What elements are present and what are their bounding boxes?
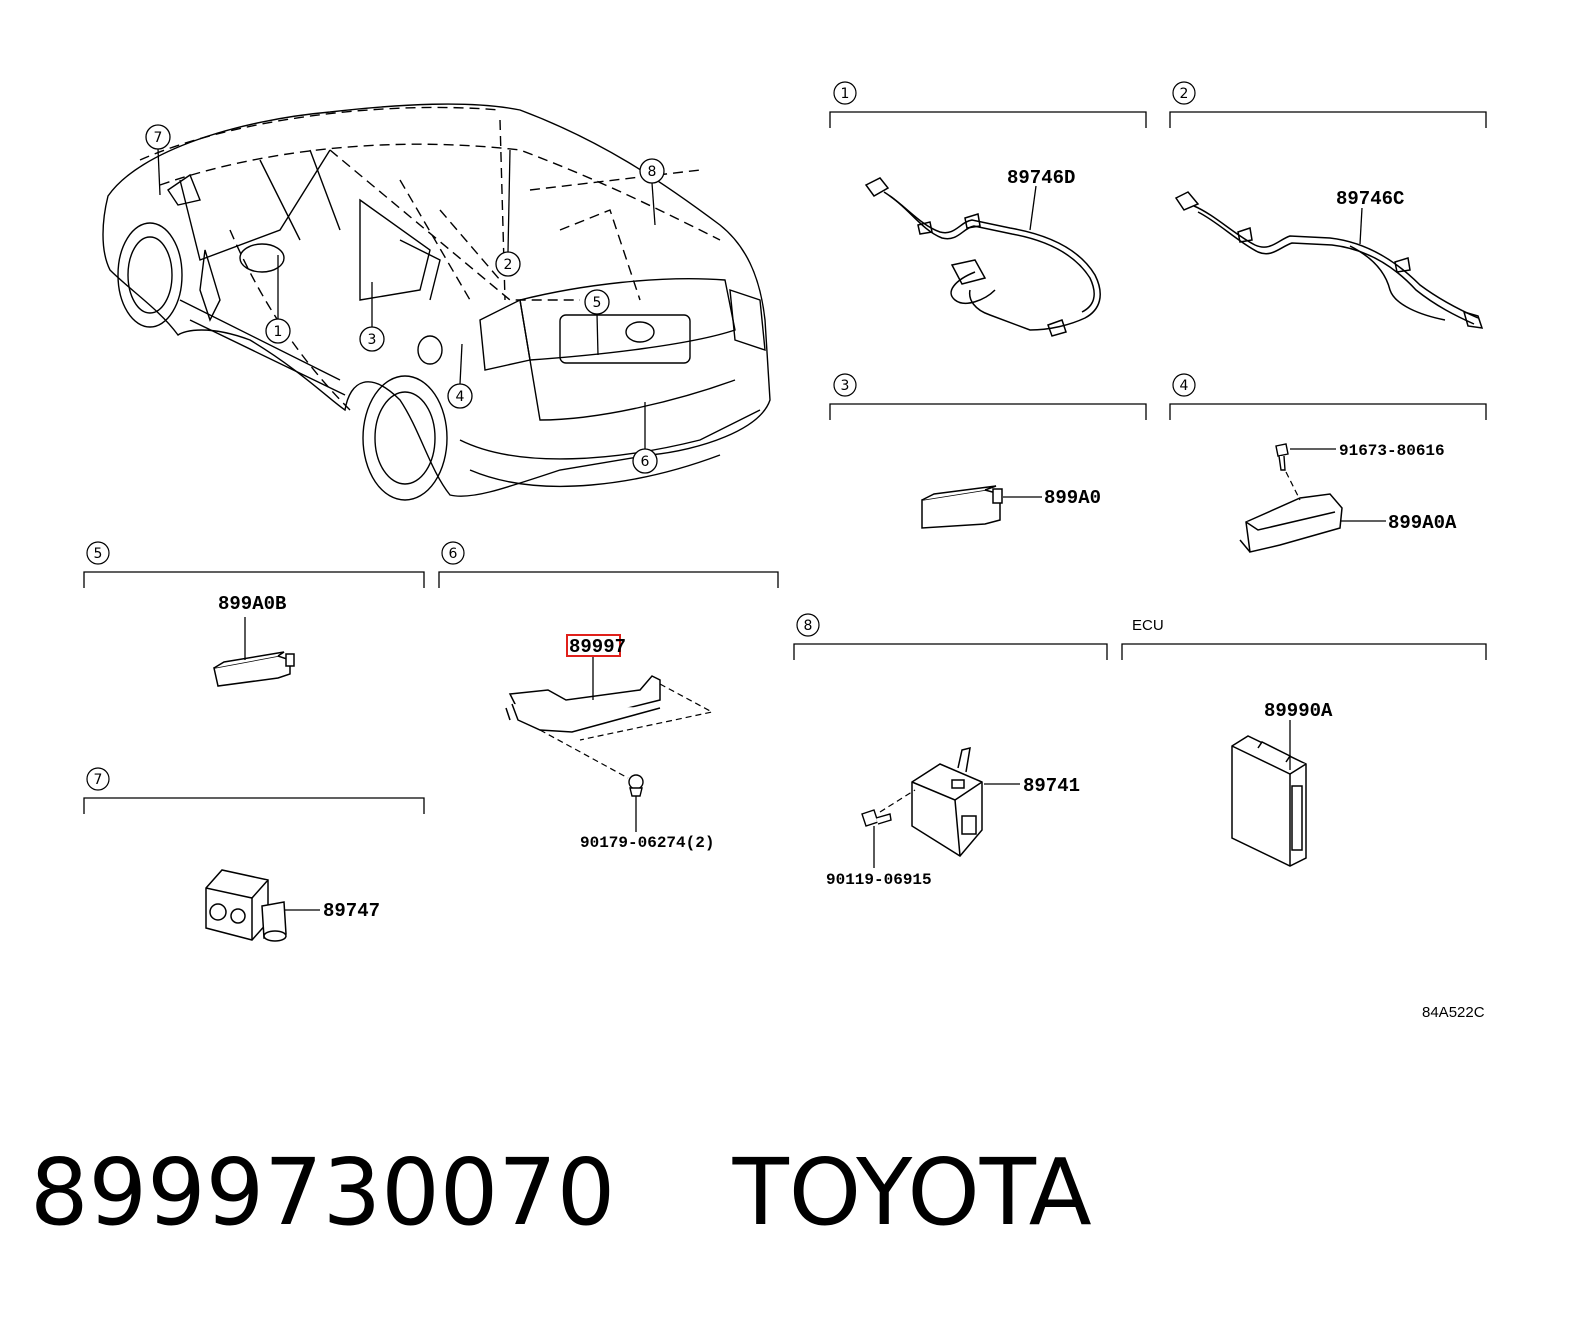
part-caption: 8999730070 TOYOTA bbox=[30, 1138, 1092, 1248]
car-illustration bbox=[102, 103, 771, 501]
sensor-89747-drawing bbox=[205, 869, 287, 942]
part-label-89990a[interactable]: 89990A bbox=[1264, 700, 1333, 722]
highlight-box-89997 bbox=[566, 634, 621, 657]
leader-89746c bbox=[1359, 207, 1363, 245]
part-label-89997[interactable]: 89997 bbox=[569, 636, 626, 658]
dashed-guide-bolt bbox=[879, 789, 916, 813]
clip-90179-icon bbox=[628, 774, 644, 797]
receiver-89741-drawing bbox=[911, 746, 983, 857]
part-label-90179-06274[interactable]: 90179-06274(2) bbox=[580, 834, 714, 852]
antenna-899a0b-drawing bbox=[213, 651, 295, 687]
leader-89746d bbox=[1029, 185, 1037, 231]
part-label-89741[interactable]: 89741 bbox=[1023, 775, 1080, 797]
part-label-899a0[interactable]: 899A0 bbox=[1044, 487, 1101, 509]
screw-91673-icon bbox=[1275, 443, 1289, 471]
section-label-8: 8 bbox=[796, 613, 820, 637]
part-label-89747[interactable]: 89747 bbox=[323, 900, 380, 922]
part-label-899a0a[interactable]: 899A0A bbox=[1388, 512, 1457, 534]
car-callout-2: 2 bbox=[495, 251, 521, 277]
svg-text:7: 7 bbox=[94, 772, 103, 788]
section-label-3: 3 bbox=[833, 373, 857, 397]
ecu-89990a-drawing bbox=[1231, 735, 1307, 867]
section-label-4: 4 bbox=[1172, 373, 1196, 397]
car-callout-4: 4 bbox=[447, 383, 473, 409]
svg-text:7: 7 bbox=[154, 130, 163, 146]
svg-text:6: 6 bbox=[641, 454, 650, 470]
part-label-89746c[interactable]: 89746C bbox=[1336, 188, 1404, 210]
svg-text:1: 1 bbox=[841, 86, 850, 102]
svg-text:8: 8 bbox=[804, 618, 813, 634]
harness-89746c-drawing bbox=[1174, 191, 1484, 329]
antenna-899a0a-drawing bbox=[1239, 493, 1343, 553]
section-label-2: 2 bbox=[1172, 81, 1196, 105]
part-label-91673-80616[interactable]: 91673-80616 bbox=[1339, 442, 1445, 460]
harness-89746d-drawing bbox=[864, 177, 1101, 337]
section-label-6: 6 bbox=[441, 541, 465, 565]
svg-text:5: 5 bbox=[593, 295, 602, 311]
section-label-1: 1 bbox=[833, 81, 857, 105]
car-callout-1: 1 bbox=[265, 318, 291, 344]
svg-text:6: 6 bbox=[449, 546, 458, 562]
section-label-ecu: ECU bbox=[1132, 617, 1164, 634]
part-label-899a0b[interactable]: 899A0B bbox=[218, 593, 286, 615]
svg-text:2: 2 bbox=[1180, 86, 1189, 102]
part-label-89746d[interactable]: 89746D bbox=[1007, 167, 1075, 189]
svg-text:1: 1 bbox=[274, 324, 283, 340]
section-label-5: 5 bbox=[86, 541, 110, 565]
handle-89997-drawing bbox=[505, 675, 661, 733]
bolt-90119-icon bbox=[861, 809, 892, 827]
svg-text:4: 4 bbox=[1180, 378, 1189, 394]
leader-screw-dashed bbox=[1285, 471, 1301, 501]
svg-text:3: 3 bbox=[368, 332, 377, 348]
car-callout-5: 5 bbox=[584, 289, 610, 315]
diagram-code: 84A522C bbox=[1422, 1004, 1485, 1021]
car-callout-7: 7 bbox=[145, 124, 171, 150]
svg-text:5: 5 bbox=[94, 546, 103, 562]
caption-part-number: 8999730070 bbox=[30, 1139, 616, 1246]
car-callout-6: 6 bbox=[632, 448, 658, 474]
svg-text:3: 3 bbox=[841, 378, 850, 394]
svg-text:4: 4 bbox=[456, 389, 465, 405]
svg-text:2: 2 bbox=[504, 257, 513, 273]
part-label-90119-06915[interactable]: 90119-06915 bbox=[826, 871, 932, 889]
section-label-7: 7 bbox=[86, 767, 110, 791]
car-callout-8: 8 bbox=[639, 158, 665, 184]
svg-text:8: 8 bbox=[648, 164, 657, 180]
car-callout-leaders bbox=[157, 148, 656, 449]
dashed-guide-89997 bbox=[539, 683, 714, 779]
car-callout-3: 3 bbox=[359, 326, 385, 352]
section-brackets bbox=[83, 111, 1487, 814]
caption-brand: TOYOTA bbox=[732, 1139, 1092, 1246]
antenna-899a0-drawing bbox=[921, 485, 1003, 529]
